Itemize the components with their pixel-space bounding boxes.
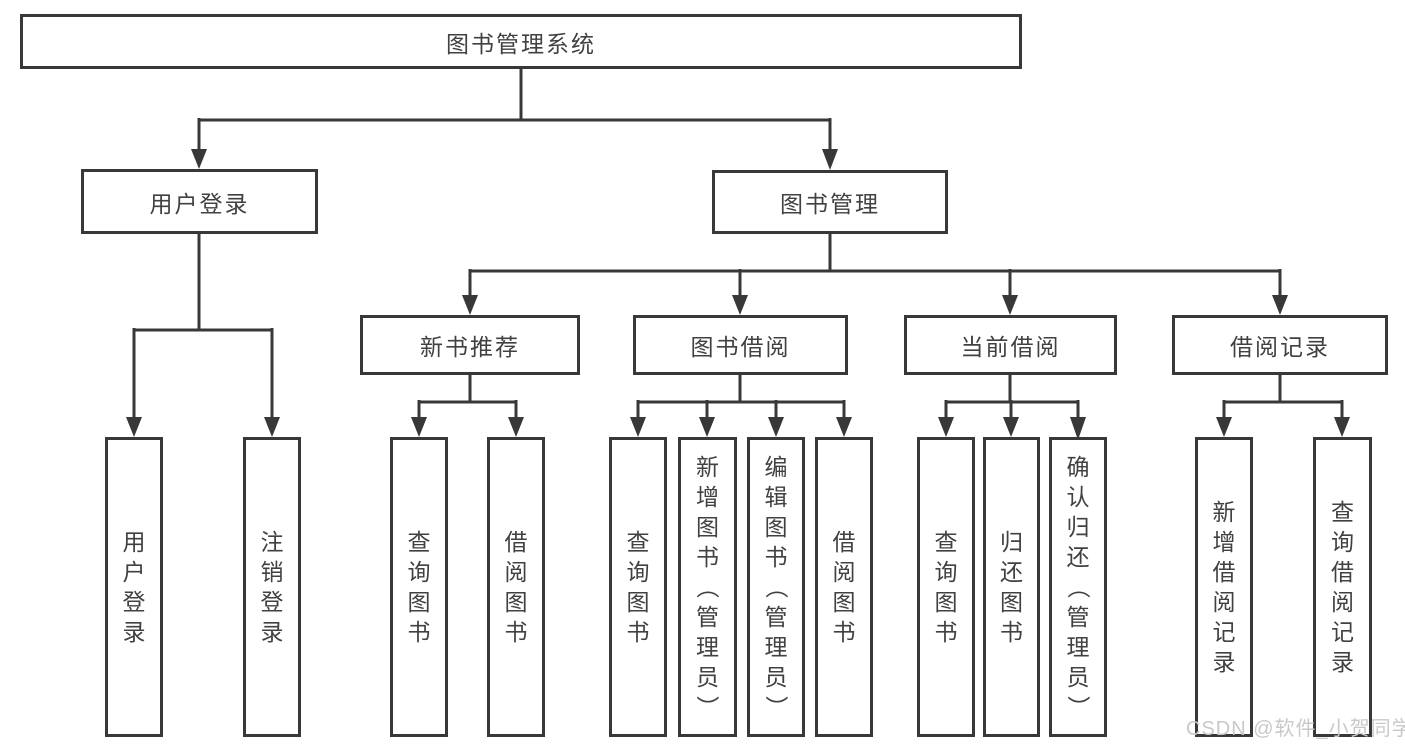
- node-borrow-records-label: 借阅记录: [1230, 334, 1330, 360]
- leaf-edit-books-admin-label: 编辑图书（管理员）: [763, 454, 789, 719]
- leaf-query-borrow-record: 查询借阅记录: [1313, 437, 1372, 737]
- node-current-borrow-label: 当前借阅: [960, 334, 1061, 360]
- node-book-management-label: 图书管理: [780, 191, 880, 217]
- leaf-return-books-label: 归还图书: [1000, 529, 1023, 645]
- node-book-management: 图书管理: [712, 170, 948, 234]
- connector-user-login-children: [126, 233, 280, 437]
- node-root-system: 图书管理系统: [20, 14, 1022, 69]
- node-book-borrow: 图书借阅: [633, 315, 848, 375]
- leaf-user-login: 用户登录: [105, 437, 163, 737]
- connector-book-borrow-children: [630, 375, 852, 437]
- leaf-borrow-books: 借阅图书: [815, 437, 873, 737]
- leaf-borrow-books-label: 借阅图书: [832, 529, 856, 645]
- node-current-borrow: 当前借阅: [904, 315, 1117, 375]
- connector-book-mgmt-children: [462, 234, 1288, 315]
- node-user-login-label: 用户登录: [149, 190, 250, 217]
- node-root-label: 图书管理系统: [446, 30, 596, 57]
- leaf-add-books-admin: 新增图书（管理员）: [678, 437, 737, 737]
- node-borrow-records: 借阅记录: [1172, 315, 1388, 375]
- connector-borrow-record-children: [1216, 375, 1350, 437]
- leaf-add-books-admin-label: 新增图书（管理员）: [694, 454, 721, 719]
- node-book-borrow-label: 图书借阅: [690, 334, 791, 360]
- leaf-newbook-borrow-books-label: 借阅图书: [504, 529, 528, 645]
- leaf-edit-books-admin: 编辑图书（管理员）: [747, 437, 805, 737]
- connector-current-borrow-children: [938, 375, 1086, 440]
- leaf-add-borrow-record: 新增借阅记录: [1195, 437, 1253, 737]
- leaf-query-borrow-record-label: 查询借阅记录: [1331, 499, 1354, 675]
- leaf-newbook-borrow-books: 借阅图书: [487, 437, 545, 737]
- csdn-watermark: CSDN @软件_小贺同学: [1186, 718, 1405, 740]
- leaf-newbook-query-books-label: 查询图书: [407, 529, 431, 645]
- leaf-confirm-return-admin-label: 确认归还（管理员）: [1065, 454, 1091, 719]
- leaf-return-books: 归还图书: [983, 437, 1040, 737]
- leaf-add-borrow-record-label: 新增借阅记录: [1212, 499, 1236, 675]
- connector-root-to-level2: [191, 68, 838, 170]
- node-new-book-recommend: 新书推荐: [360, 315, 580, 375]
- leaf-newbook-query-books: 查询图书: [390, 437, 448, 737]
- node-new-book-recommend-label: 新书推荐: [420, 334, 520, 360]
- connector-new-book-children: [411, 375, 524, 437]
- leaf-borrow-query-books-label: 查询图书: [626, 529, 650, 645]
- leaf-confirm-return-admin: 确认归还（管理员）: [1049, 437, 1107, 737]
- leaf-logout: 注销登录: [243, 437, 301, 737]
- node-user-login: 用户登录: [81, 169, 318, 234]
- leaf-logout-label: 注销登录: [260, 529, 284, 645]
- leaf-current-query-books-label: 查询图书: [934, 529, 958, 645]
- leaf-user-login-label: 用户登录: [122, 529, 146, 645]
- leaf-borrow-query-books: 查询图书: [609, 437, 667, 737]
- leaf-current-query-books: 查询图书: [917, 437, 975, 737]
